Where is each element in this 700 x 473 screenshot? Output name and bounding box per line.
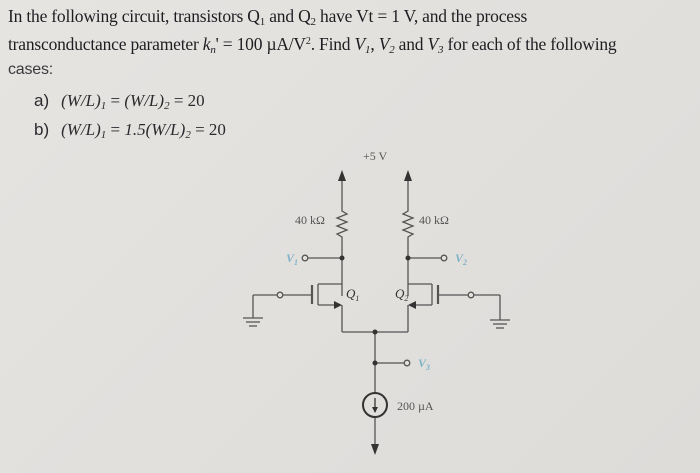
r2-label: 40 kΩ (419, 213, 449, 227)
supply-arrow-left (338, 170, 346, 181)
v2-label: V2 (455, 251, 467, 267)
resistor-r2 (401, 206, 415, 240)
current-source (362, 392, 388, 418)
problem-statement: In the following circuit, transistors Q1… (8, 6, 698, 80)
case-label: b) (34, 120, 50, 139)
problem-line-3: cases: (8, 61, 54, 78)
case-label: a) (34, 91, 50, 110)
r1-label: 40 kΩ (295, 213, 325, 227)
q2-label: Q2 (395, 286, 408, 303)
supply-arrow-right (404, 170, 412, 181)
case-b: b)(W/L)1 = 1.5(W/L)2 = 20 (34, 120, 226, 141)
ground-arrow (371, 444, 379, 455)
q1-label: Q1 (346, 286, 359, 303)
supply-label: +5 V (363, 149, 388, 163)
v1-label: V1 (286, 251, 298, 267)
v3-label: V3 (418, 356, 430, 372)
resistor-r1 (335, 206, 349, 240)
current-label: 200 µA (397, 399, 434, 413)
problem-line-2: transconductance parameter kn' = 100 µA/… (8, 34, 617, 56)
case-a: a)(W/L)1 = (W/L)2 = 20 (34, 91, 205, 112)
problem-line-1: In the following circuit, transistors Q1… (8, 6, 528, 28)
